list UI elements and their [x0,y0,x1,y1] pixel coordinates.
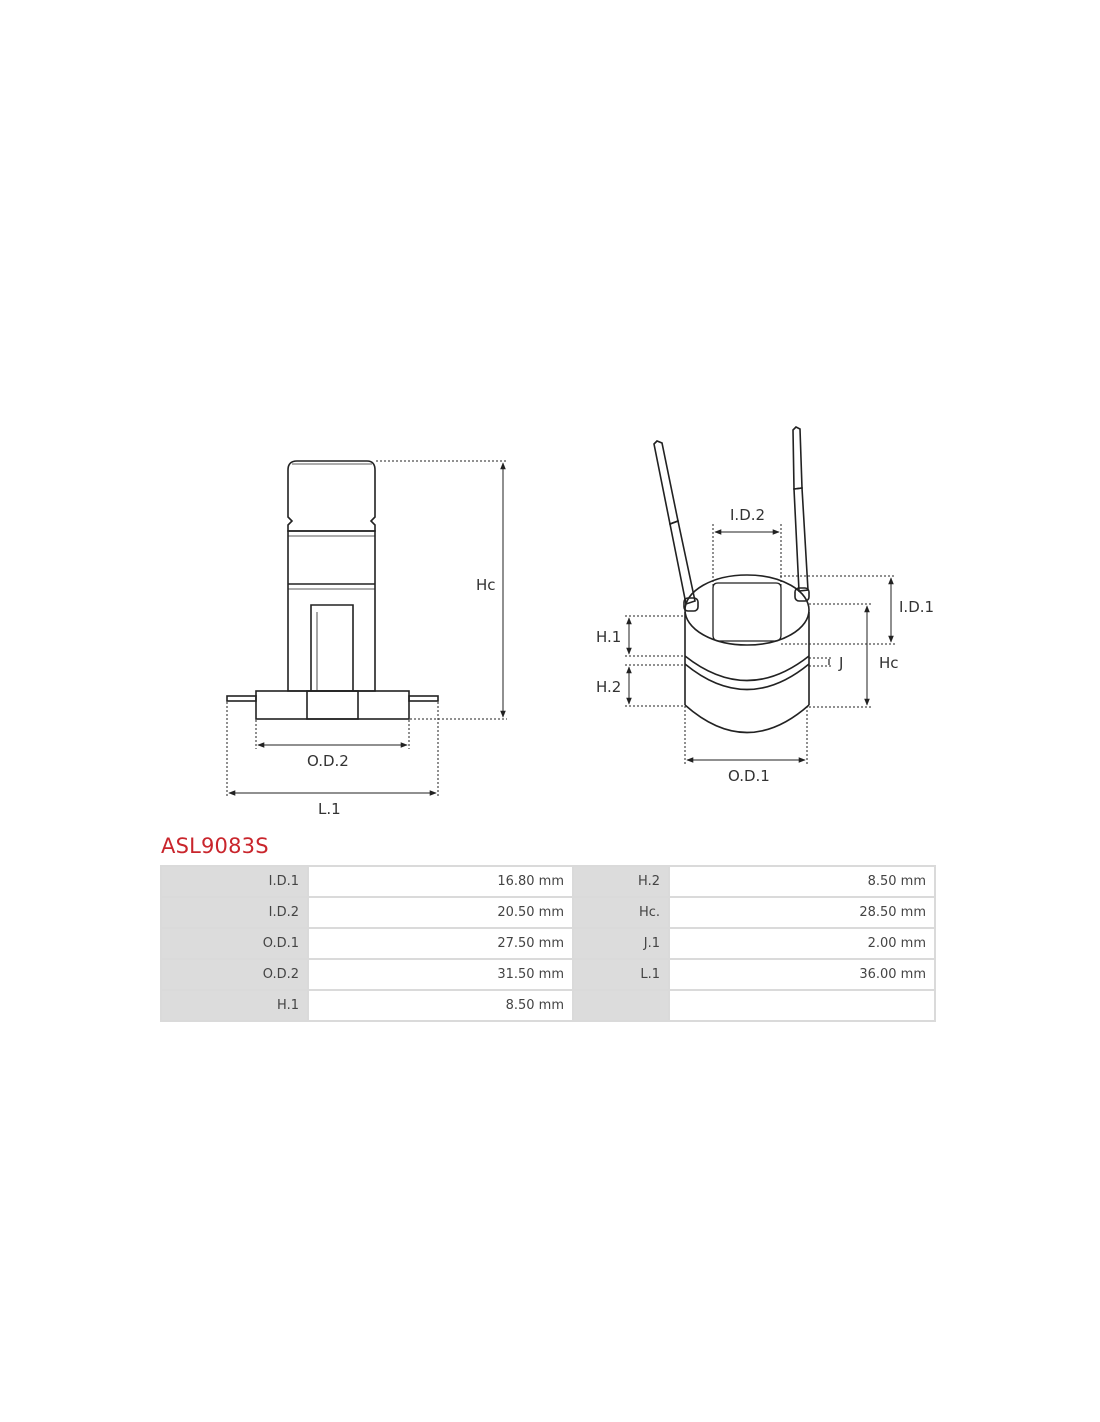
spec-key: O.D.1 [162,929,307,958]
spec-table: I.D.1 16.80 mm H.2 8.50 mm I.D.2 20.50 m… [160,865,936,1022]
spec-value: 28.50 mm [670,898,934,927]
table-row: H.1 8.50 mm [162,991,934,1020]
label-id1: I.D.1 [899,598,934,616]
spec-key: H.2 [574,867,668,896]
spec-key: I.D.1 [162,867,307,896]
spec-value [670,991,934,1020]
label-id2: I.D.2 [730,506,765,524]
spec-key [574,991,668,1020]
label-hc-left: Hc [476,576,496,594]
spec-key: L.1 [574,960,668,989]
spec-value: 36.00 mm [670,960,934,989]
spec-key: H.1 [162,991,307,1020]
spec-value: 27.50 mm [309,929,572,958]
spec-key: I.D.2 [162,898,307,927]
label-h2: H.2 [596,678,621,696]
table-row: O.D.1 27.50 mm J.1 2.00 mm [162,929,934,958]
table-row: I.D.1 16.80 mm H.2 8.50 mm [162,867,934,896]
part-number-title: ASL9083S [161,834,269,858]
label-h1: H.1 [596,628,621,646]
table-row: O.D.2 31.50 mm L.1 36.00 mm [162,960,934,989]
label-j: J [838,654,843,672]
label-od2: O.D.2 [307,752,349,770]
label-l1: L.1 [318,800,341,818]
spec-value: 31.50 mm [309,960,572,989]
label-od1: O.D.1 [728,767,770,785]
spec-value: 2.00 mm [670,929,934,958]
spec-value: 8.50 mm [309,991,572,1020]
spec-value: 16.80 mm [309,867,572,896]
side-view [226,460,439,720]
table-row: I.D.2 20.50 mm Hc. 28.50 mm [162,898,934,927]
side-view-dimensions [226,460,507,797]
spec-key: Hc. [574,898,668,927]
spec-value: 8.50 mm [670,867,934,896]
label-hc-right: Hc [879,654,899,672]
spec-value: 20.50 mm [309,898,572,927]
spec-key: J.1 [574,929,668,958]
spec-key: O.D.2 [162,960,307,989]
perspective-view-dimensions [625,524,895,766]
perspective-view [653,426,810,734]
